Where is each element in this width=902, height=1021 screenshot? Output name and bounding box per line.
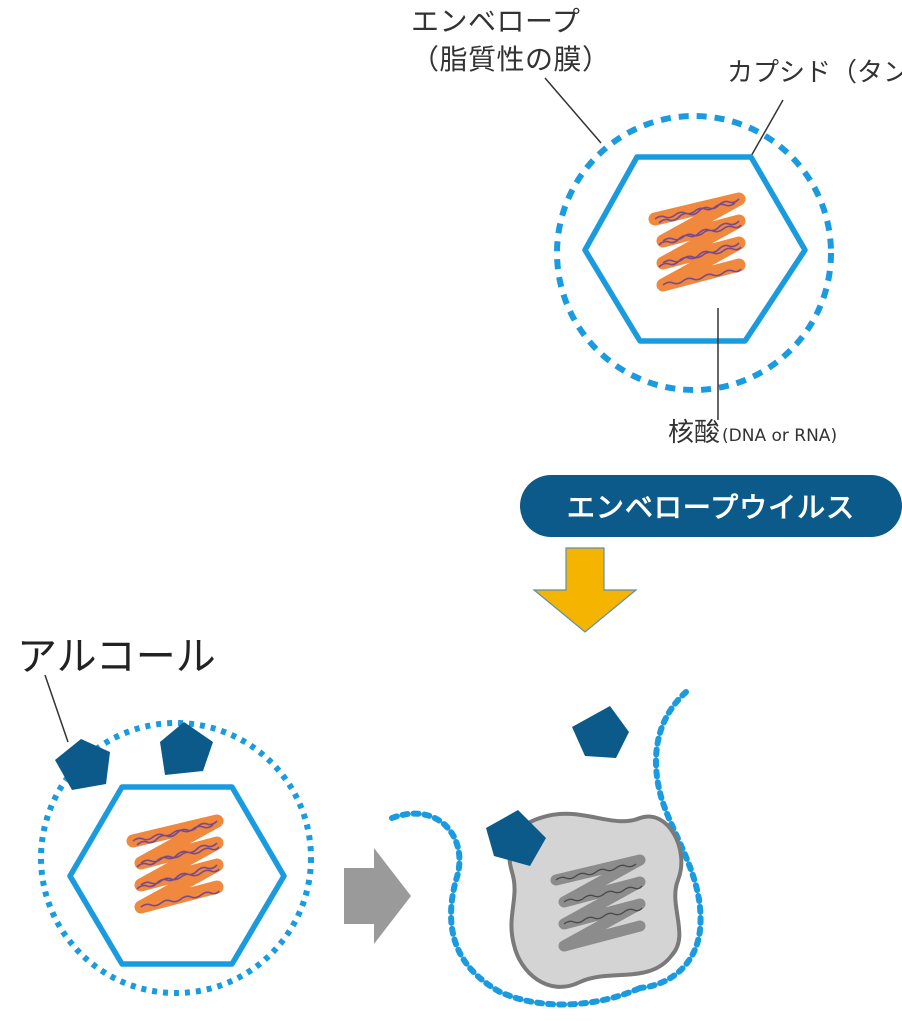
capsid-leader-line	[749, 99, 784, 159]
nucleic-acid-detail: (DNA or RNA)	[722, 426, 838, 446]
enveloped-virus-badge: エンベロープウイルス	[520, 475, 902, 537]
broken-envelope-left	[389, 810, 643, 1008]
alcohol-label: アルコール	[17, 634, 216, 680]
capsid-label: カプシド（タン	[727, 58, 902, 88]
nucleic-acid-helix-left	[133, 821, 219, 907]
envelope-sublabel: （脂質性の膜）	[411, 43, 611, 76]
alcohol-molecule-2	[160, 722, 213, 775]
alcohol-molecule-3	[572, 706, 629, 758]
right-arrow	[344, 848, 411, 944]
nucleic-acid-helix	[655, 199, 741, 285]
envelope-leader-line	[544, 77, 602, 144]
envelope-membrane	[554, 113, 834, 393]
down-arrow	[532, 547, 638, 633]
alcohol-leader-line	[44, 674, 69, 743]
broken-envelope-right	[637, 689, 704, 991]
capsid-hexagon-left	[67, 784, 287, 967]
nucleic-acid-label: 核酸(DNA or RNA)	[668, 420, 837, 446]
envelope-membrane-left	[38, 720, 314, 996]
alcohol-molecule-4	[486, 810, 546, 866]
nucleic-acid-text: 核酸	[668, 418, 721, 448]
envelope-label: エンベロープ	[411, 5, 581, 38]
alcohol-molecule-1	[55, 739, 110, 790]
capsid-hexagon	[582, 154, 808, 344]
